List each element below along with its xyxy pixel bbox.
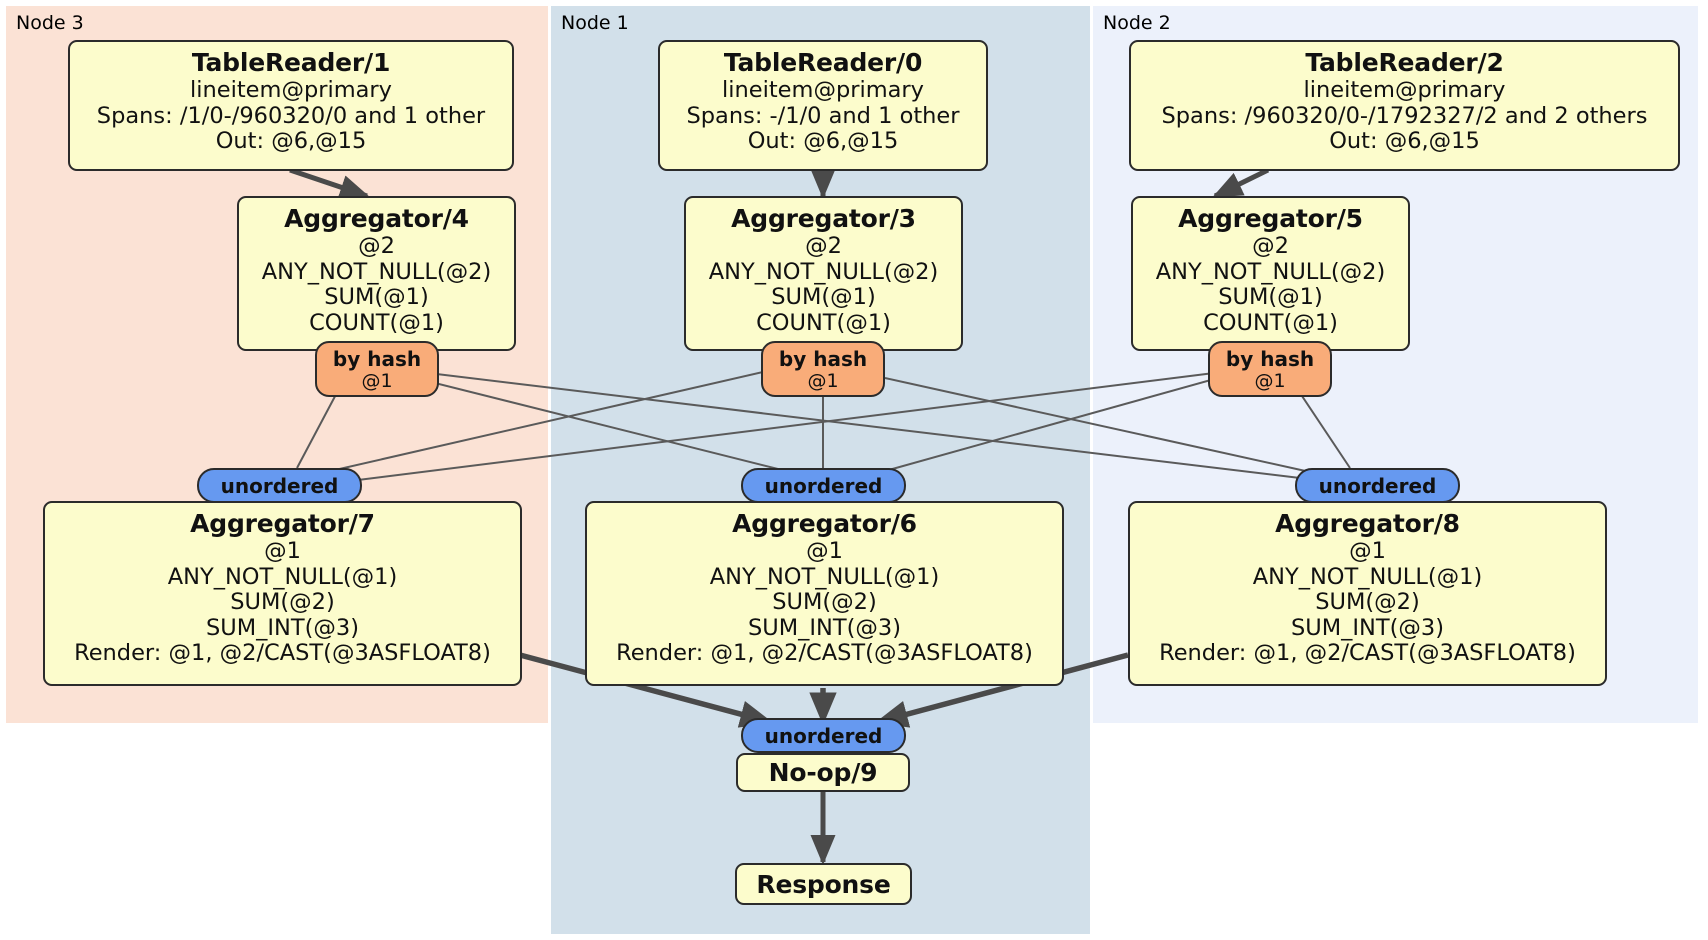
processor-tablereader2[interactable]: TableReader/2 lineitem@primary Spans: /9… [1129,40,1680,171]
processor-line: SUM(@1) [1218,284,1323,310]
router-unordered-left[interactable]: unordered [197,468,362,503]
processor-line: COUNT(@1) [756,309,891,336]
router-label: unordered [764,473,883,498]
router-sublabel: @1 [807,370,839,392]
processor-line: Spans: /1/0-/960320/0 and 1 other [96,102,486,129]
processor-title: Aggregator/3 [731,204,916,233]
processor-title: TableReader/2 [1305,48,1504,77]
node-panel-label-node1: Node 1 [561,12,629,34]
processor-line: SUM(@2) [772,589,877,615]
processor-aggregator3[interactable]: Aggregator/3 @2 ANY_NOT_NULL(@2) SUM(@1)… [684,196,963,351]
processor-aggregator4[interactable]: Aggregator/4 @2 ANY_NOT_NULL(@2) SUM(@1)… [237,196,516,351]
processor-noop9[interactable]: No-op/9 [736,753,910,792]
processor-line: Spans: -/1/0 and 1 other [686,102,960,129]
processor-line: @1 [1349,538,1386,564]
processor-line: SUM(@2) [230,589,335,615]
processor-line: SUM_INT(@3) [748,614,901,641]
processor-line: lineitem@primary [722,77,924,103]
processor-aggregator8[interactable]: Aggregator/8 @1 ANY_NOT_NULL(@1) SUM(@2)… [1128,501,1607,686]
processor-line: SUM_INT(@3) [206,614,359,641]
router-label: unordered [1318,473,1437,498]
node-panel-label-node3: Node 3 [16,12,84,34]
processor-line: SUM(@1) [324,284,429,310]
processor-title: Aggregator/4 [284,204,469,233]
processor-title: Aggregator/8 [1275,509,1460,538]
processor-line: ANY_NOT_NULL(@1) [167,563,398,590]
processor-line: SUM(@2) [1315,589,1420,615]
router-label: by hash [1225,347,1315,371]
processor-line: SUM(@1) [771,284,876,310]
processor-tablereader0[interactable]: TableReader/0 lineitem@primary Spans: -/… [658,40,988,171]
processor-line: COUNT(@1) [309,309,444,336]
processor-line: Spans: /960320/0-/1792327/2 and 2 others [1161,102,1648,129]
processor-title: Aggregator/7 [190,509,375,538]
processor-title: Aggregator/5 [1178,204,1363,233]
processor-line: lineitem@primary [1303,77,1506,103]
router-sublabel: @1 [361,370,393,392]
processor-line: ANY_NOT_NULL(@2) [261,258,492,285]
router-unordered-center[interactable]: unordered [741,468,906,503]
processor-line: ANY_NOT_NULL(@1) [1252,563,1483,590]
processor-line: COUNT(@1) [1203,309,1338,336]
processor-title: Response [756,870,891,899]
router-label: by hash [778,347,868,371]
processor-line: Out: @6,@15 [215,128,367,154]
processor-tablereader1[interactable]: TableReader/1 lineitem@primary Spans: /1… [68,40,514,171]
processor-line: Render: @1, @2/CAST(@3ASFLOAT8) [1159,640,1576,666]
processor-title: TableReader/1 [191,48,391,77]
processor-line: ANY_NOT_NULL(@2) [708,258,939,285]
router-unordered-right[interactable]: unordered [1295,468,1460,503]
processor-title: TableReader/0 [723,48,923,77]
processor-line: Out: @6,@15 [1329,128,1480,154]
processor-aggregator6[interactable]: Aggregator/6 @1 ANY_NOT_NULL(@1) SUM(@2)… [585,501,1064,686]
processor-line: ANY_NOT_NULL(@1) [709,563,940,590]
processor-line: @1 [264,538,301,564]
processor-line: SUM_INT(@3) [1291,614,1444,641]
processor-line: @1 [806,538,843,564]
processor-line: Out: @6,@15 [747,128,899,154]
processor-aggregator7[interactable]: Aggregator/7 @1 ANY_NOT_NULL(@1) SUM(@2)… [43,501,522,686]
processor-line: @2 [358,233,395,259]
processor-response[interactable]: Response [735,863,912,905]
router-label: unordered [764,723,883,748]
processor-line: lineitem@primary [190,77,392,103]
router-sublabel: @1 [1254,370,1286,392]
processor-line: @2 [805,233,842,259]
processor-line: ANY_NOT_NULL(@2) [1155,258,1386,285]
processor-title: Aggregator/6 [732,509,917,538]
router-unordered-final[interactable]: unordered [741,718,906,753]
router-byhash-left[interactable]: by hash @1 [315,341,439,397]
processor-title: No-op/9 [768,758,878,787]
processor-line: Render: @1, @2/CAST(@3ASFLOAT8) [74,640,491,666]
processor-aggregator5[interactable]: Aggregator/5 @2 ANY_NOT_NULL(@2) SUM(@1)… [1131,196,1410,351]
node-panel-label-node2: Node 2 [1103,12,1171,34]
router-label: by hash [332,347,422,371]
router-byhash-center[interactable]: by hash @1 [761,341,885,397]
router-byhash-right[interactable]: by hash @1 [1208,341,1332,397]
router-label: unordered [220,473,339,498]
processor-line: Render: @1, @2/CAST(@3ASFLOAT8) [616,640,1033,666]
processor-line: @2 [1252,233,1289,259]
